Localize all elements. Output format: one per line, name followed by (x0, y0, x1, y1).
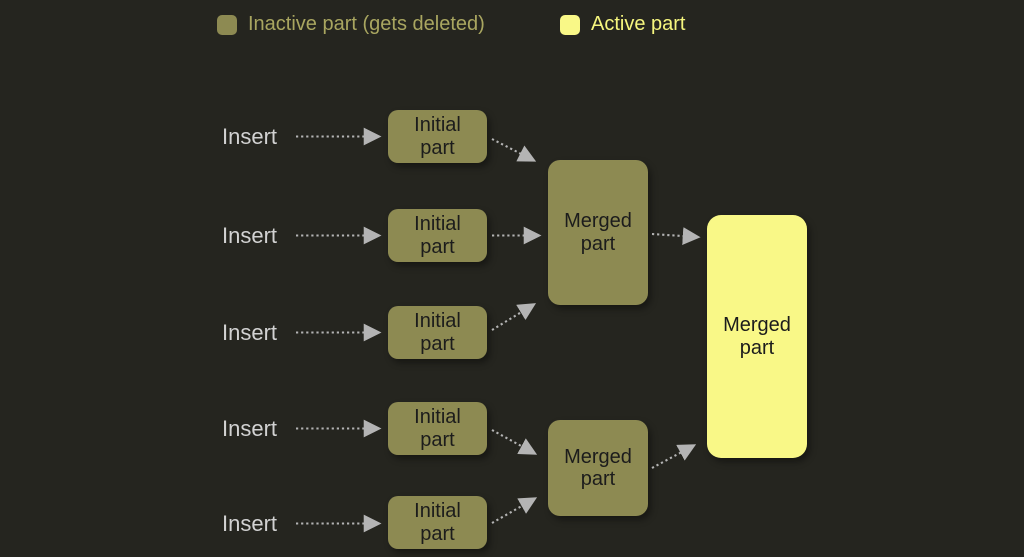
insert-label-3: Insert (222, 320, 278, 345)
legend-item-active: Active part (560, 13, 685, 36)
merged-part-label: Merged part (564, 210, 632, 255)
legend-label-inactive: Inactive part (gets deleted) (248, 13, 485, 35)
initial-part-node-3: Initial part (388, 306, 487, 359)
merged-part-node-bottom: Merged part (548, 420, 648, 516)
active-color-swatch (560, 14, 580, 35)
arrow-merged-bottom-to-final (651, 444, 697, 469)
initial-part-node-4: Initial part (388, 402, 487, 455)
initial-part-node-2: Initial part (388, 209, 487, 262)
merged-part-label: Merged part (564, 445, 632, 490)
arrow-merged-top-to-final (651, 227, 701, 245)
insert-label-4: Insert (222, 416, 278, 441)
arrow-initial3-to-merged-top (491, 303, 537, 331)
initial-part-node-1: Initial part (388, 110, 487, 163)
initial-part-label: Initial part (414, 213, 461, 258)
insert-label-2: Insert (222, 223, 278, 248)
legend-label-active: Active part (591, 13, 686, 35)
merged-part-label: Merged part (723, 314, 791, 359)
initial-part-label: Initial part (414, 310, 461, 355)
arrow-initial1-to-merged-top (491, 138, 537, 162)
insert-label-1: Insert (222, 124, 278, 149)
arrow-initial5-to-merged-bottom (491, 497, 538, 524)
legend-item-inactive: Inactive part (gets deleted) (217, 13, 485, 36)
arrow-initial4-to-merged-bottom (491, 429, 538, 455)
initial-part-label: Initial part (414, 114, 461, 159)
merged-part-node-final-active: Merged part (707, 215, 807, 458)
initial-part-node-5: Initial part (388, 496, 487, 549)
insert-label-5: Insert (222, 511, 278, 536)
initial-part-label: Initial part (414, 500, 461, 545)
inactive-color-swatch (217, 14, 237, 35)
merged-part-node-top: Merged part (548, 160, 648, 305)
initial-part-label: Initial part (414, 406, 461, 451)
